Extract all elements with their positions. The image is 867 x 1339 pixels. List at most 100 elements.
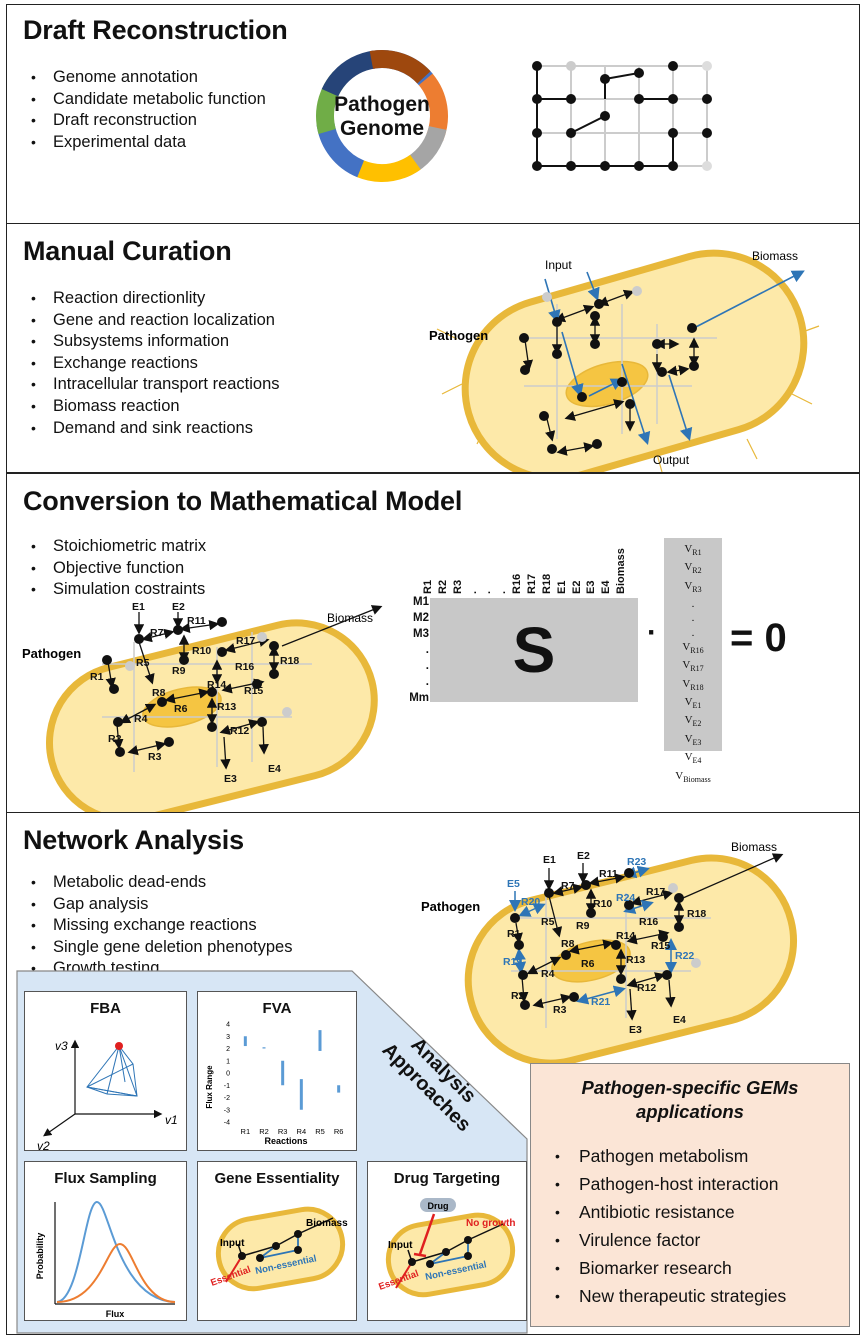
column-header: R17 [526, 573, 538, 594]
list-item: Genome annotation [27, 67, 266, 89]
rxn-label: R2 [108, 733, 122, 745]
flux-entry: VBiomass [675, 769, 711, 784]
drug-targeting-box: Drug Targeting Drug Input No growth Esse… [367, 1161, 527, 1321]
column-header: R3 [451, 579, 464, 594]
rxn-label: E2 [172, 601, 185, 613]
gene-essentiality-title: Gene Essentiality [214, 1170, 340, 1187]
applications-box: Pathogen-specific GEMs applications Path… [530, 1063, 850, 1327]
rxn-label: R12 [637, 982, 656, 994]
list-item: Reaction directionlity [27, 288, 280, 310]
output-label: Output [653, 453, 690, 467]
rxn-label: R5 [136, 657, 150, 669]
stoichiometric-matrix: S [430, 598, 638, 702]
ge-biomass: Biomass [306, 1218, 348, 1229]
flux-entry: VR17 [682, 659, 704, 674]
rxn-label: E2 [577, 850, 590, 862]
fba-box: FBA v3 v2 v1 [24, 991, 187, 1153]
column-header: . [496, 590, 509, 594]
column-header: E2 [570, 580, 583, 594]
rxn-label: E3 [629, 1024, 642, 1036]
list-item: Gap analysis [27, 894, 292, 916]
rxn-label: R16 [639, 916, 658, 928]
panel-manual-curation: Manual Curation Reaction directionlity G… [6, 223, 860, 473]
rxn-label: R10 [593, 898, 612, 910]
rxn-label: R17 [646, 886, 665, 898]
list-item: Pathogen-host interaction [551, 1170, 786, 1198]
fva-xtick: R1 [241, 1127, 251, 1136]
rxn-label: R6 [581, 958, 595, 970]
rxn-label: R12 [230, 725, 249, 737]
curation-cell-diagram: Pathogen [429, 249, 820, 472]
flux-sampling-xlabel: Flux [106, 1309, 125, 1319]
fba-title: FBA [90, 1000, 121, 1017]
flux-entry: . [691, 612, 695, 625]
fva-title: FVA [262, 1000, 292, 1017]
column-header: . [466, 590, 479, 594]
fva-xtick: R4 [297, 1127, 307, 1136]
input-label: Input [545, 258, 572, 272]
list-item: Single gene deletion phenotypes [27, 937, 292, 959]
applications-title: Pathogen-specific GEMs applications [531, 1076, 849, 1124]
dt-input: Input [388, 1240, 413, 1251]
rxn-label: E3 [224, 773, 237, 785]
column-header: Biomass [615, 548, 628, 594]
dt-no-growth: No growth [466, 1218, 515, 1229]
fva-xtick: R5 [315, 1127, 325, 1136]
list-item: Virulence factor [551, 1226, 786, 1254]
rxn-label: R11 [599, 868, 618, 880]
fva-ytick: 0 [226, 1071, 230, 1078]
rxn-label: R9 [172, 665, 186, 677]
biomass-label: Biomass [731, 840, 777, 854]
rxn-label: R15 [244, 685, 263, 697]
rxn-label: R15 [651, 940, 670, 952]
fva-xtick: R6 [334, 1127, 344, 1136]
panel-title: Conversion to Mathematical Model [23, 486, 463, 516]
list-item: Demand and sink reactions [27, 418, 280, 440]
math-cell-diagram: Pathogen Biomass [22, 601, 383, 812]
list-item: Candidate metabolic function [27, 89, 266, 111]
flux-entry: . [691, 626, 695, 639]
dot-operator: · [647, 616, 657, 649]
blue-rxn-label: R23 [627, 856, 646, 868]
list-item: Missing exchange reactions [27, 915, 292, 937]
fva-ytick: -2 [224, 1095, 230, 1102]
list-item: Exchange reactions [27, 353, 280, 375]
rxn-label: R10 [192, 645, 211, 657]
analysis-cell-diagram: Pathogen Biomass [421, 840, 798, 1067]
rxn-label: R8 [561, 938, 575, 950]
fva-ytick: 2 [226, 1046, 230, 1053]
drug-targeting-title: Drug Targeting [393, 1170, 501, 1187]
list-item: Stoichiometric matrix [27, 536, 206, 558]
rxn-label: R2 [511, 990, 525, 1002]
fva-ytick: -3 [224, 1107, 230, 1114]
blue-rxn-label: R22 [675, 950, 694, 962]
column-header: . [481, 590, 494, 594]
row-label: . [425, 676, 429, 688]
flux-entry: VE4 [684, 751, 702, 766]
applications-list: Pathogen metabolism Pathogen-host intera… [551, 1142, 786, 1310]
fva-ytick: 4 [226, 1022, 230, 1029]
panel-title: Manual Curation [23, 236, 232, 266]
rxn-label: R1 [90, 671, 104, 683]
fva-xtick: R2 [259, 1127, 269, 1136]
list-item: Simulation costraints [27, 579, 206, 601]
panel-title: Network Analysis [23, 825, 244, 855]
rxn-label: E1 [132, 601, 145, 613]
list-item: Objective function [27, 558, 206, 580]
genome-label-line2: Genome [339, 117, 425, 140]
blue-rxn-label: R24 [616, 892, 635, 904]
fva-ylabel: Flux Range [205, 1065, 214, 1109]
fva-range-bar [243, 1036, 247, 1047]
matrix-row-labels: M1 M2 M3 . . . Mm [399, 594, 429, 706]
list-item: Biomarker research [551, 1254, 786, 1282]
list-item: Gene and reaction localization [27, 310, 280, 332]
column-header: R16 [511, 573, 524, 594]
row-label: Mm [409, 692, 429, 704]
rxn-label: R5 [541, 916, 555, 928]
column-header: E1 [555, 580, 568, 594]
rxn-label: R1 [507, 928, 521, 940]
list-item: Intracellular transport reactions [27, 374, 280, 396]
flux-sampling-ylabel: Probability [35, 1233, 45, 1280]
